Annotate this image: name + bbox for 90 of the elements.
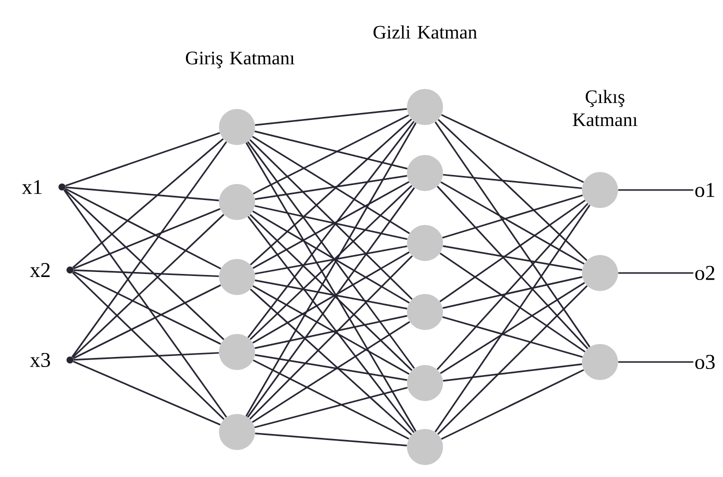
connection-line: [72, 138, 224, 268]
connection-line: [252, 181, 410, 269]
connection-line: [249, 255, 413, 420]
connection-line: [73, 360, 221, 426]
connection-line: [254, 315, 408, 349]
connection-line: [254, 386, 408, 428]
layer-title: Gizli Katman: [374, 25, 477, 39]
connection-line: [247, 187, 415, 418]
connection-line: [254, 130, 408, 170]
connection-line: [436, 202, 588, 370]
connection-line: [441, 114, 584, 183]
connection-line: [252, 210, 410, 304]
output-label: o2: [695, 266, 714, 280]
connection-line: [252, 285, 410, 375]
connection-line: [440, 252, 586, 352]
connection-line: [65, 132, 220, 187]
connection-line: [64, 190, 228, 418]
input-dot: [58, 184, 66, 190]
connection-line: [437, 285, 588, 435]
layer-title: Çıkış Katmanı: [572, 90, 638, 126]
output-label: o3: [695, 354, 715, 370]
connection-line: [434, 204, 590, 432]
connection-line: [73, 208, 220, 270]
connection-line: [439, 200, 586, 302]
connection-line: [254, 174, 408, 200]
connection-line: [618, 189, 694, 191]
connection-line: [247, 120, 415, 338]
neuron-circle: [582, 172, 618, 208]
connection-line: [442, 276, 582, 309]
connection-line: [255, 432, 407, 446]
neuron-circle: [219, 414, 255, 450]
neuron-circle: [407, 294, 443, 330]
connection-line: [254, 354, 408, 381]
connection-line: [64, 188, 222, 270]
neuron-circle: [582, 344, 618, 380]
connection-line: [72, 270, 222, 345]
connection-line: [250, 214, 412, 371]
input-dot: [66, 356, 74, 364]
connection-line: [250, 184, 412, 340]
connection-line: [252, 251, 410, 344]
connection-line: [250, 288, 412, 436]
connection-line: [249, 139, 413, 300]
connection-line: [442, 194, 583, 238]
input-label: x1: [22, 180, 42, 194]
connection-line: [72, 284, 222, 360]
input-label: x2: [30, 263, 50, 277]
connection-line: [72, 141, 228, 358]
connection-line: [254, 280, 408, 310]
output-label: o1: [695, 182, 714, 198]
connection-line: [254, 245, 408, 275]
connection-line: [252, 114, 410, 194]
connection-line: [442, 316, 583, 358]
connection-line: [618, 361, 694, 363]
input-label: x3: [30, 352, 50, 368]
neuron-circle: [219, 184, 255, 220]
layer-title: Giriş Katmanı: [186, 52, 295, 68]
connection-line: [247, 141, 415, 369]
neuron-circle: [219, 109, 255, 145]
connection-line: [72, 214, 224, 358]
neuron-circle: [219, 259, 255, 295]
connection-line: [440, 282, 586, 374]
connection-line: [438, 118, 588, 262]
connection-line: [74, 269, 219, 278]
connection-line: [436, 186, 588, 350]
neuron-circle: [219, 334, 255, 370]
connection-line: [440, 181, 585, 265]
connection-line: [255, 108, 407, 126]
neuron-circle: [407, 155, 443, 191]
connection-line: [72, 272, 224, 420]
connection-line: [252, 136, 410, 234]
connection-line: [434, 122, 590, 348]
connection-line: [254, 205, 408, 240]
connection-line: [66, 186, 219, 202]
input-dot: [66, 266, 74, 274]
connection-line: [250, 118, 412, 266]
connection-line: [247, 216, 415, 434]
neuron-circle: [582, 255, 618, 291]
neuron-circle: [407, 225, 443, 261]
neuron-circle: [407, 365, 443, 401]
connection-line: [442, 245, 582, 271]
connection-line: [441, 369, 584, 440]
connection-line: [252, 321, 410, 423]
neuron-circle: [407, 429, 443, 465]
neuron-circle: [407, 89, 443, 125]
connection-line: [74, 352, 219, 361]
connection-line: [64, 188, 224, 340]
connection-line: [618, 272, 694, 274]
connection-line: [443, 174, 582, 190]
connection-line: [252, 360, 410, 440]
connection-line: [442, 363, 582, 382]
